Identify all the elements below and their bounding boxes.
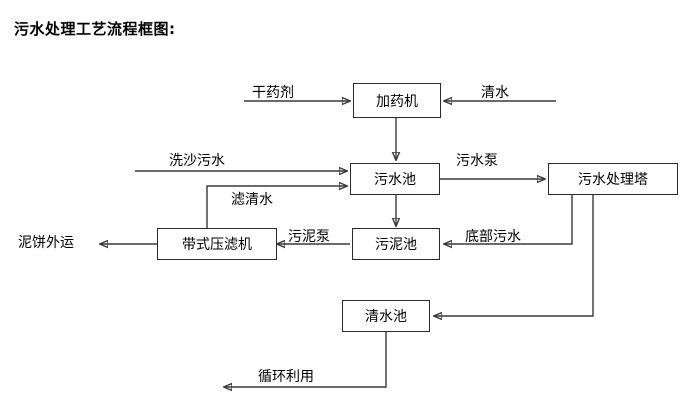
label-clean-water-input: 清水 [481,85,509,101]
label-wastewater-pump: 污水泵 [456,153,498,169]
wire-tower-to-clean-water-pool [434,195,594,316]
label-dry-chemical: 干药剂 [252,85,294,101]
label-sludge-pump: 污泥泵 [288,229,330,245]
node-dosing-machine[interactable]: 加药机 [353,83,441,118]
wire-clean-water-pool-recycle [224,332,387,387]
node-wastewater-pool[interactable]: 污水池 [350,163,440,195]
node-clean-water-pool[interactable]: 清水池 [342,300,430,332]
node-sludge-pool[interactable]: 污泥池 [352,228,440,260]
node-belt-filter-press[interactable]: 带式压滤机 [157,228,277,260]
page-title: 污水处理工艺流程框图: [14,20,176,38]
wire-filtered-water-to-wastewater-pool [206,186,347,228]
label-sandwash-wastewater: 洗沙污水 [169,153,225,169]
label-bottom-wastewater: 底部污水 [465,229,521,245]
label-mud-cake-out: 泥饼外运 [18,235,74,251]
wire-bottom-wastewater-to-sludge-pool [444,195,573,244]
label-recycle-reuse: 循环利用 [258,369,314,385]
node-treatment-tower[interactable]: 污水处理塔 [548,163,678,195]
label-filtered-clear-water: 滤清水 [231,192,273,208]
